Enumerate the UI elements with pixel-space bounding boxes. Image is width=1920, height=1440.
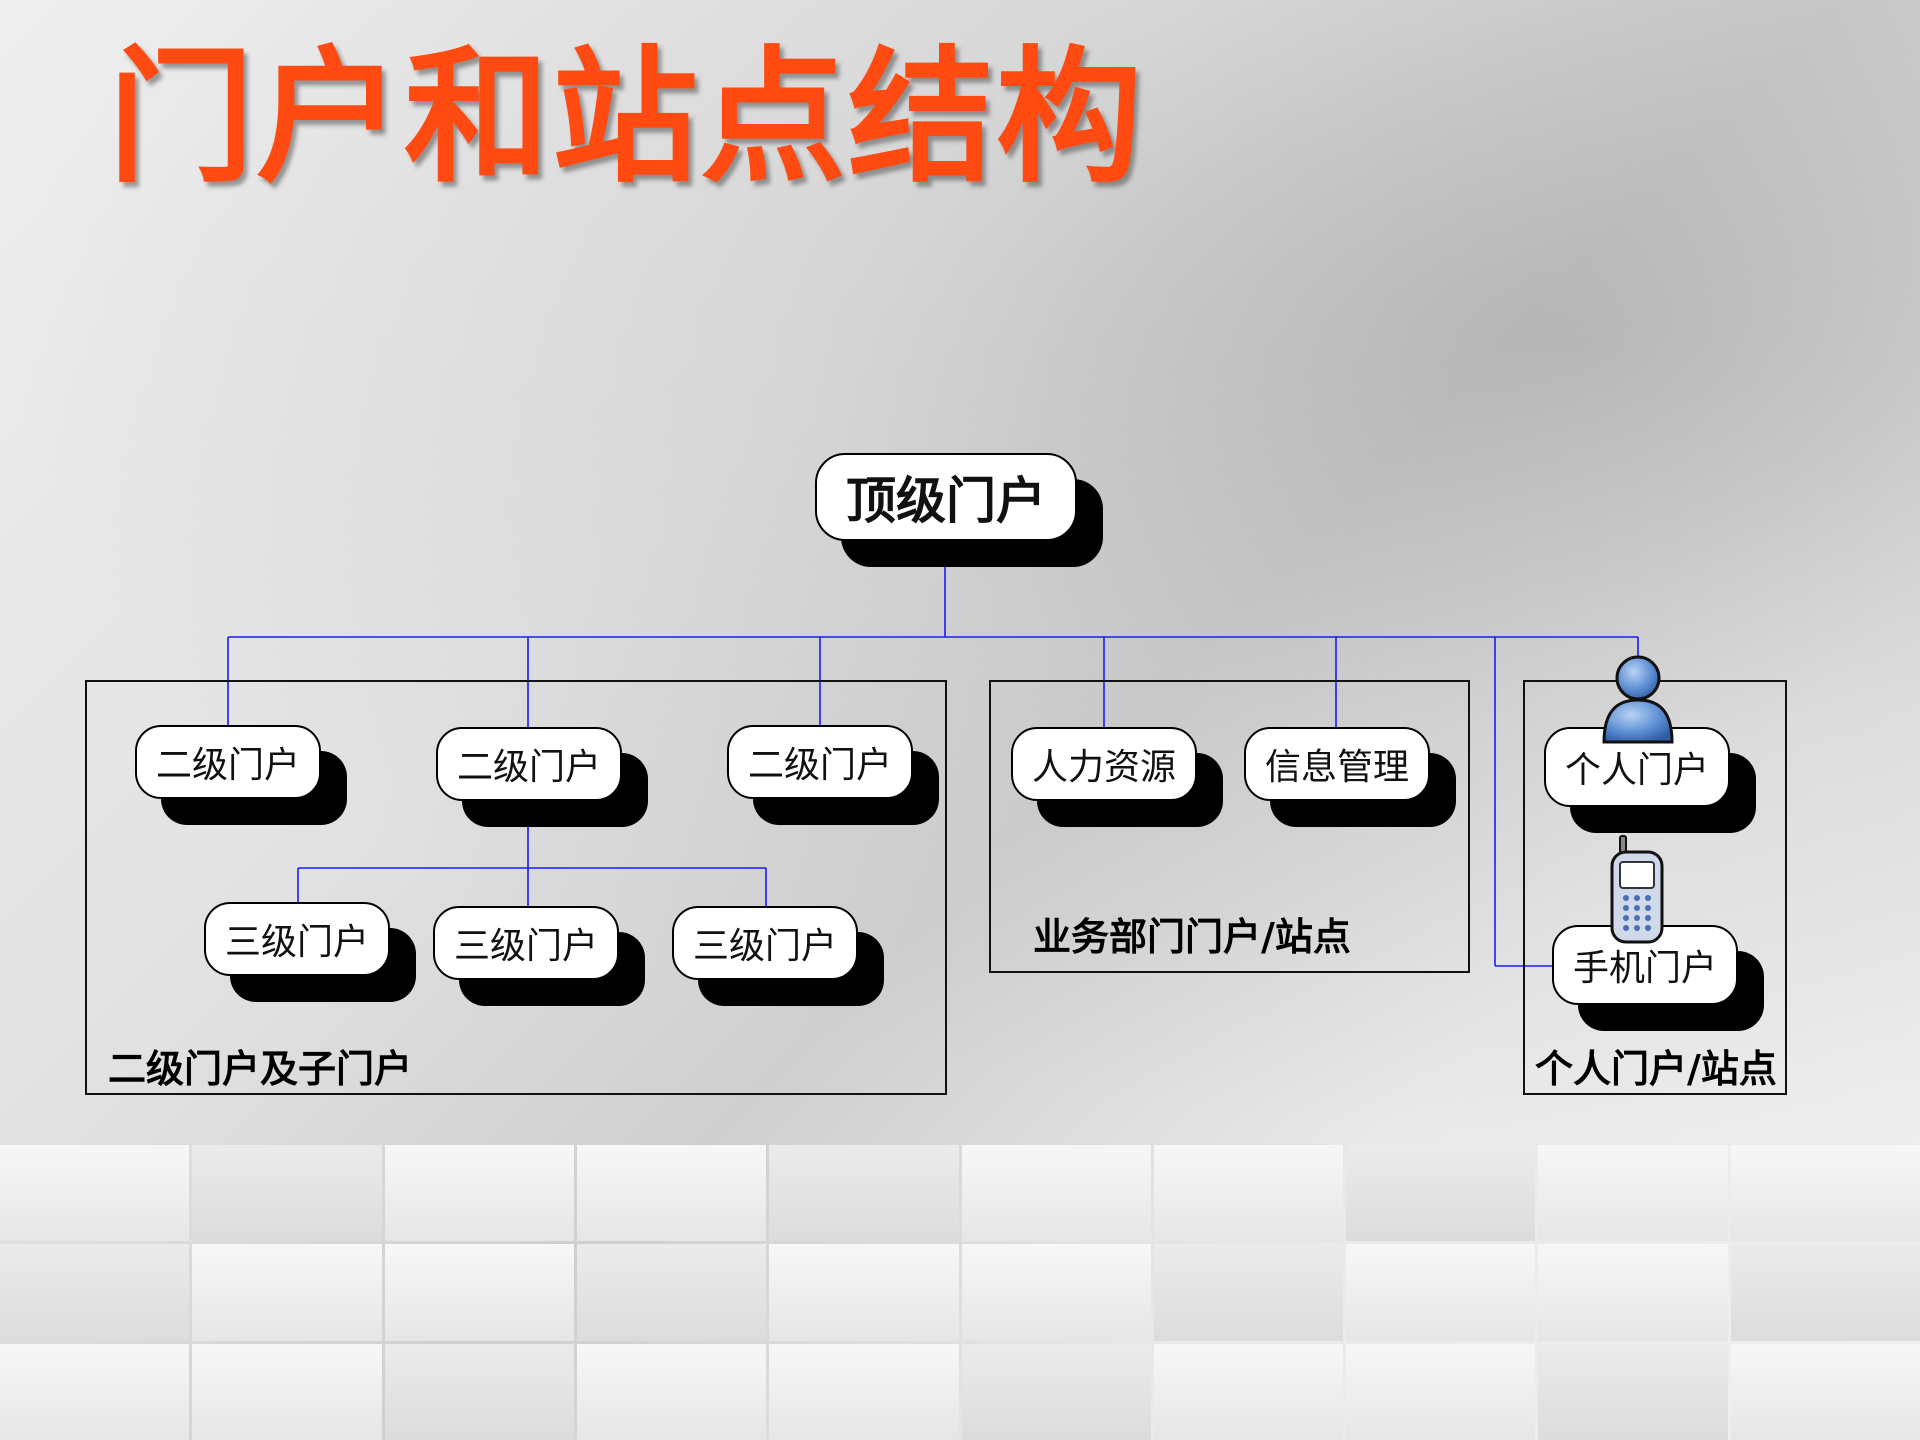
level2-portal-node[interactable]: 二级门户 [727, 725, 913, 799]
mobile-phone-icon [1610, 835, 1664, 944]
top-portal-node[interactable]: 顶级门户 [815, 453, 1077, 541]
level3-portal-node[interactable]: 三级门户 [433, 906, 619, 980]
page-title: 门户和站点结构 [108, 33, 1144, 203]
hr-portal-node[interactable]: 人力资源 [1011, 727, 1197, 801]
person-icon [1602, 655, 1674, 744]
level2-portal-node[interactable]: 二级门户 [436, 727, 622, 801]
department-portal-group [989, 680, 1470, 973]
personal-portal-group-label: 个人门户/站点 [1535, 1046, 1777, 1091]
sub-portal-group [85, 680, 947, 1095]
level2-portal-node[interactable]: 二级门户 [135, 725, 321, 799]
department-portal-group-label: 业务部门门户/站点 [1033, 914, 1351, 959]
it-management-portal-node[interactable]: 信息管理 [1244, 727, 1430, 801]
level3-portal-node[interactable]: 三级门户 [672, 906, 858, 980]
sub-portal-group-label: 二级门户及子门户 [108, 1046, 413, 1091]
background-tiles [0, 1145, 1920, 1440]
level3-portal-node[interactable]: 三级门户 [204, 902, 390, 976]
